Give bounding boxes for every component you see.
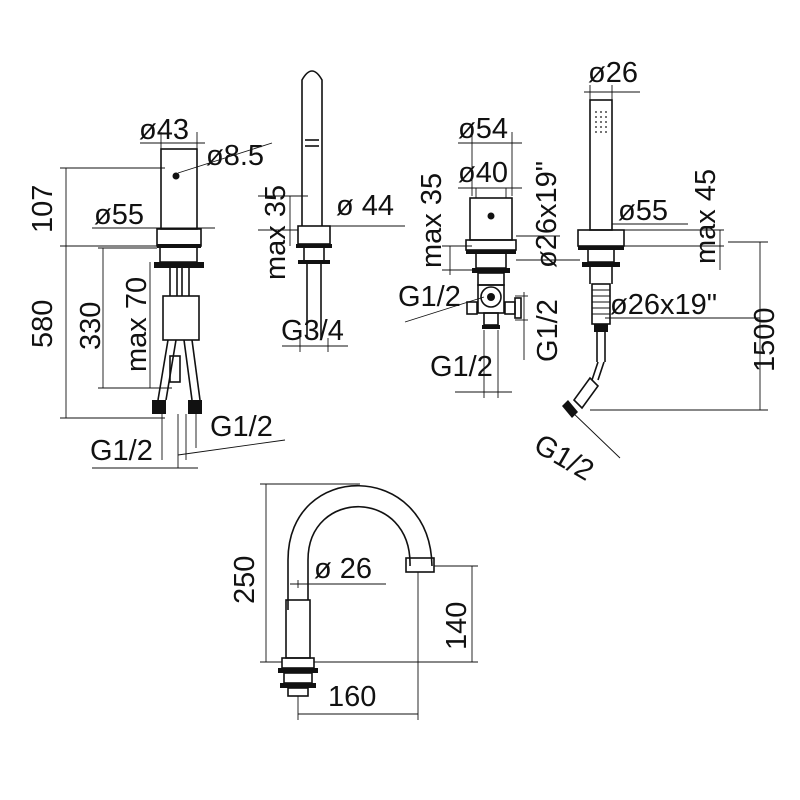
hand-shower-drawing (562, 85, 768, 459)
dim-height-140: 140 (441, 602, 473, 650)
diverter-drawing (404, 132, 580, 398)
dim-dia-43: ø43 (139, 114, 189, 146)
dim-dia-55-shower: ø55 (618, 195, 668, 227)
dim-height-107: 107 (27, 185, 59, 233)
dim-height-330: 330 (75, 302, 107, 350)
dim-dia-54: ø54 (458, 113, 508, 145)
diverter-labels: ø54 ø40 max 35 ø26x19" G1/2 G1/2 G1/2 (398, 113, 564, 383)
dim-hose-1500: 1500 (749, 307, 781, 372)
dim-rect-26x19-shower: ø26x19" (610, 289, 717, 321)
deck-mixer-labels: ø43 ø8.5 ø55 107 580 330 max 70 G1/2 G1/… (27, 114, 273, 467)
gooseneck-spout-drawing (260, 483, 478, 720)
thread-g12-right: G1/2 (210, 411, 273, 443)
dim-dia-40: ø40 (458, 157, 508, 189)
dim-max-70: max 70 (121, 277, 153, 372)
deck-spout-drawing (258, 70, 405, 352)
gooseneck-spout-labels: 250 ø 26 140 160 (229, 553, 473, 713)
dim-reach-160: 160 (328, 681, 376, 713)
hand-shower-labels: ø26 ø55 max 45 ø26x19" 1500 G1/2 (529, 57, 782, 487)
dim-dia-55: ø55 (94, 199, 144, 231)
dim-max-45: max 45 (690, 169, 722, 264)
dim-dia-44: ø 44 (336, 190, 394, 222)
dim-dia-8-5: ø8.5 (206, 140, 264, 172)
dim-height-580: 580 (27, 300, 59, 348)
deck-spout-labels: max 35 ø 44 G3/4 (260, 185, 394, 347)
thread-g12-left: G1/2 (90, 435, 153, 467)
thread-g12-diverter-bottom: G1/2 (430, 351, 493, 383)
thread-g12-shower: G1/2 (529, 428, 599, 487)
thread-g12-diverter-right: G1/2 (532, 299, 564, 362)
dim-rect-26x19-diverter: ø26x19" (531, 161, 563, 268)
dim-dia-26-gooseneck: ø 26 (314, 553, 372, 585)
dim-dia-26-shower: ø26 (588, 57, 638, 89)
dim-max-35-diverter: max 35 (416, 173, 448, 268)
thread-g12-diverter-left: G1/2 (398, 281, 461, 313)
deck-mixer-drawing (60, 132, 286, 469)
dim-max-35-spout: max 35 (260, 185, 292, 280)
thread-g34: G3/4 (281, 315, 344, 347)
dim-height-250: 250 (229, 556, 261, 604)
